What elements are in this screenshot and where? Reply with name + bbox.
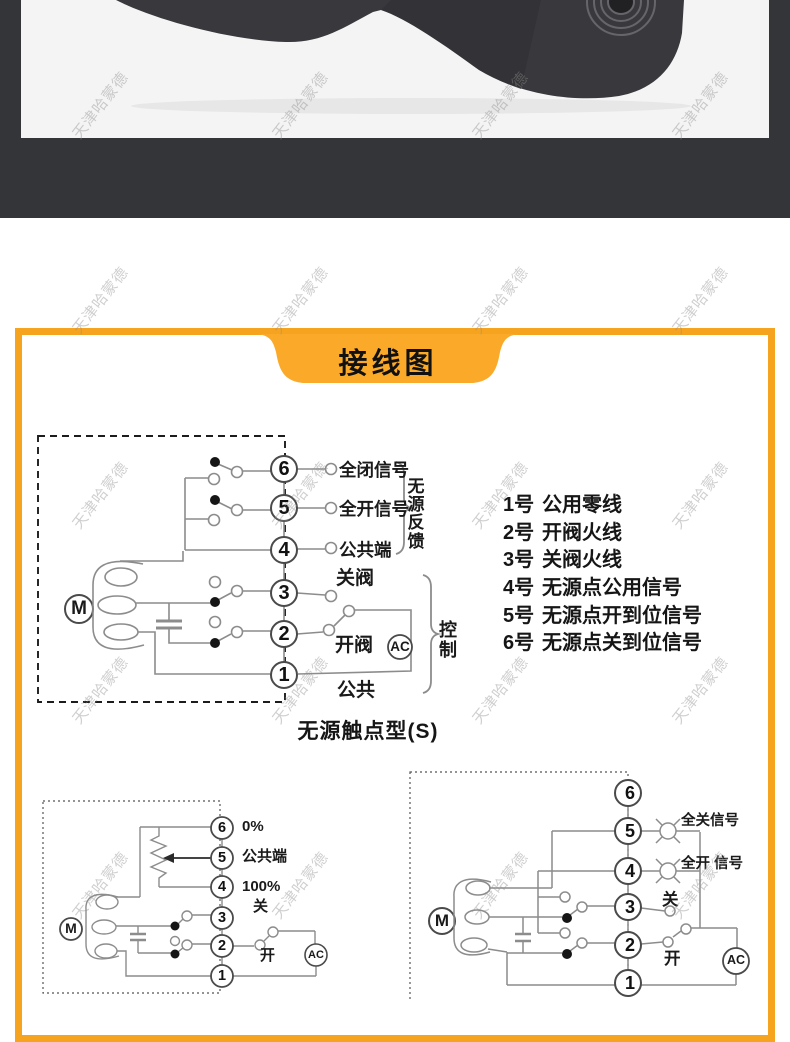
- terminal-number: 3: [278, 582, 290, 604]
- capacitor-icon: [507, 917, 562, 954]
- legend-number: 6号: [503, 632, 535, 655]
- ac-source-icon: [387, 634, 413, 660]
- legend-text: 无源点公用信号: [542, 577, 682, 600]
- legend-text: 公用零线: [542, 494, 622, 516]
- potentiometer-icon: [149, 827, 168, 887]
- label-full-open-signal: 全开 信号: [681, 856, 744, 872]
- hero-dark-band: [0, 0, 790, 218]
- lamp-icon: [655, 858, 681, 884]
- label-zero-percent: 0%: [242, 818, 264, 835]
- legend-number: 3号: [503, 549, 535, 572]
- label-hundred-percent: 100%: [242, 878, 281, 895]
- ac-label: AC: [726, 953, 746, 967]
- terminal-number: 6: [217, 820, 227, 836]
- control-brace: [422, 574, 442, 694]
- feedback-brace: [395, 461, 415, 555]
- panel-title: 接线图: [338, 348, 438, 380]
- legend-row: 6号无源点关到位信号: [503, 630, 702, 658]
- common-dots: [210, 457, 220, 648]
- terminal-number: 1: [278, 664, 290, 686]
- legend-row: 1号公用零线: [503, 492, 702, 520]
- legend-text: 无源点开到位信号: [542, 604, 702, 627]
- label-close-valve: 关阀: [336, 568, 375, 589]
- bottom-left-diagram: [42, 800, 328, 994]
- main-diagram: [37, 435, 442, 703]
- threaded-port: [586, 0, 656, 36]
- terminal-number: 2: [624, 935, 635, 955]
- product-photo: [21, 0, 769, 138]
- terminal-number: 2: [217, 938, 227, 954]
- label-open-valve: 开阀: [335, 635, 374, 656]
- enclosure-dotted-box: [42, 800, 221, 994]
- motor-label: M: [71, 598, 87, 619]
- motor-label: M: [434, 911, 450, 930]
- label-open: 开: [260, 947, 276, 964]
- label-close: 关: [253, 898, 269, 915]
- enclosure-dotted-box: [409, 771, 629, 999]
- terminal-number: 4: [217, 879, 227, 895]
- terminal-number: 2: [278, 623, 290, 645]
- label-common: 公共: [337, 680, 376, 701]
- motor-symbol: [59, 893, 120, 960]
- actuator-body: [116, 0, 684, 99]
- terminal-legend: 1号公用零线 2号开阀火线 3号关阀火线 4号无源点公用信号 5号无源点开到位信…: [503, 492, 702, 658]
- terminal-circles: [210, 816, 234, 988]
- ac-source-icon: [722, 947, 750, 975]
- motor-symbol: [64, 560, 145, 650]
- contact-circles: [207, 462, 356, 639]
- terminal-number: 5: [624, 821, 635, 841]
- main-diagram-caption: 无源触点型(S): [297, 720, 439, 743]
- legend-text: 无源点关到位信号: [542, 632, 702, 655]
- switch-arms: [217, 463, 233, 642]
- label-common-terminal: 公共端: [242, 848, 288, 865]
- label-open: 开: [664, 950, 681, 968]
- wiring-diagrams: [37, 435, 750, 999]
- lamp-icon: [655, 818, 681, 844]
- label-full-open-signal: 全开信号: [339, 499, 409, 519]
- legend-text: 关阀火线: [542, 549, 622, 572]
- capacitor-icon: [130, 926, 171, 954]
- wiper-arrow-icon: [163, 853, 211, 863]
- label-common-terminal: 公共端: [339, 540, 392, 560]
- legend-row: 2号开阀火线: [503, 520, 702, 548]
- terminal-number: 6: [624, 783, 635, 803]
- legend-row: 4号无源点公用信号: [503, 575, 702, 603]
- terminal-number: 4: [624, 861, 635, 881]
- terminal-number: 3: [624, 897, 635, 917]
- legend-row: 3号关阀火线: [503, 547, 702, 575]
- bracket-label-control: 控制: [439, 620, 457, 660]
- terminal-number: 5: [278, 497, 290, 519]
- legend-row: 5号无源点开到位信号: [503, 603, 702, 631]
- ac-source-icon: [304, 943, 328, 967]
- terminal-number: 4: [278, 539, 290, 561]
- capacitor-icon: [156, 603, 210, 644]
- legend-number: 1号: [503, 494, 535, 516]
- enclosure-dashed-box: [37, 435, 286, 703]
- terminal-number: 6: [278, 458, 290, 480]
- label-close: 关: [662, 891, 679, 909]
- bottom-right-diagram: [409, 771, 750, 999]
- legend-number: 4号: [503, 577, 535, 600]
- product-photo-art: [116, 0, 691, 114]
- bracket-label-passive-feedback: 无源反馈: [407, 477, 425, 551]
- terminal-circles: [270, 455, 298, 689]
- terminal-number: 5: [217, 850, 227, 866]
- ac-label: AC: [390, 639, 410, 654]
- label-full-close-signal: 全关信号: [681, 813, 739, 829]
- motor-symbol: [428, 878, 492, 956]
- terminal-circles: [614, 779, 642, 997]
- legend-text: 开阀火线: [542, 521, 622, 544]
- panel-header-tab: 接线图: [253, 334, 523, 388]
- motor-label: M: [65, 920, 77, 936]
- terminal-number: 3: [217, 910, 227, 926]
- ac-label: AC: [308, 949, 324, 961]
- terminal-number: 1: [624, 973, 635, 993]
- wiring-panel: [15, 328, 775, 1042]
- legend-number: 2号: [503, 521, 535, 544]
- legend-number: 5号: [503, 604, 535, 627]
- label-full-close-signal: 全闭信号: [339, 460, 409, 480]
- terminal-number: 1: [217, 968, 227, 984]
